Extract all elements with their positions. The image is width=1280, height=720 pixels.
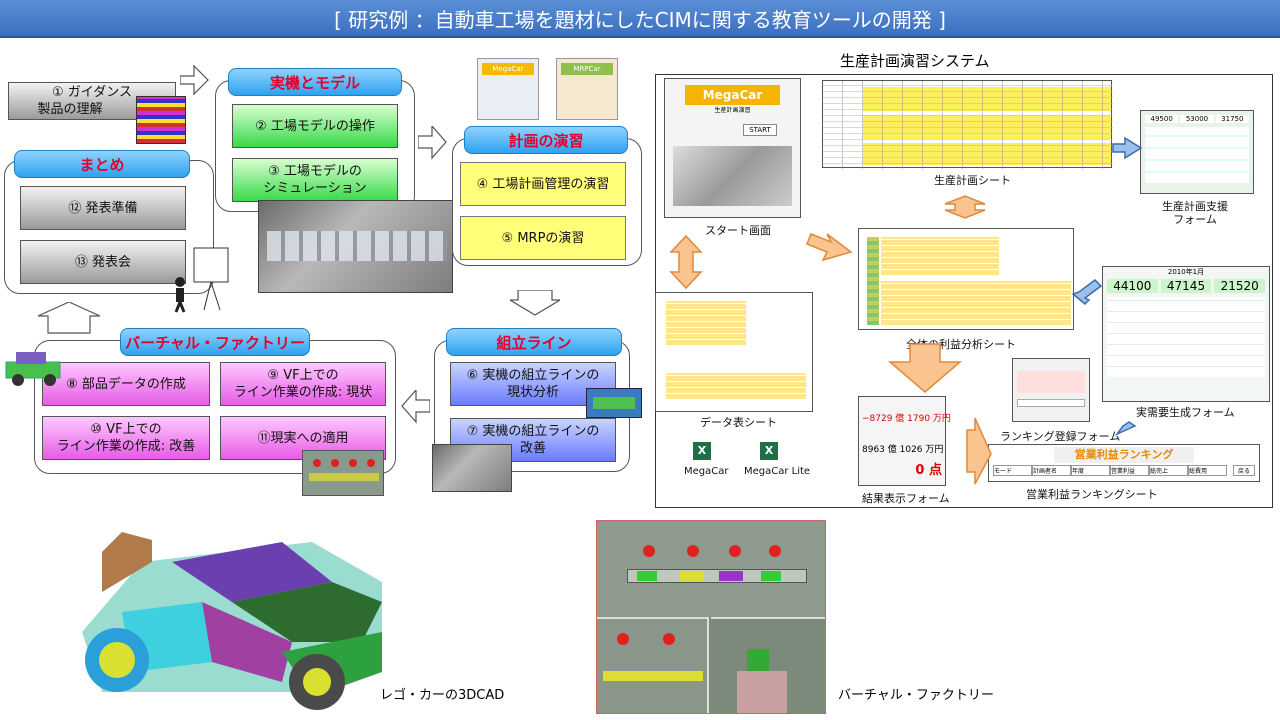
excel-file-icon[interactable]: X: [693, 442, 711, 460]
lego-box-image: [586, 388, 642, 418]
start-logo: MegaCar: [685, 85, 780, 105]
result-form: −8729 億 1790 万円 8963 億 1026 万円 0 点: [858, 396, 951, 486]
production-plan-sheet: [822, 80, 1113, 169]
virtual-item-2: ⑨ VF上での ライン作業の作成: 現状: [220, 362, 386, 406]
support-n2: 53000: [1180, 115, 1214, 123]
ranking-col-1: 計画者名: [1032, 465, 1071, 476]
matome-item-2: ⑬ 発表会: [20, 240, 186, 284]
lego-car-icon: [5, 352, 61, 386]
virtual-item-3: ⑩ VF上での ライン作業の作成: 改善: [42, 416, 210, 460]
real-demand-hdr: 2010年1月: [1167, 268, 1205, 276]
file2-label: MegaCar Lite: [744, 466, 811, 477]
kumitate-header: 組立ライン: [446, 328, 622, 356]
data-sheet-label: データ表シート: [700, 416, 777, 429]
data-sheet: [655, 292, 813, 412]
ranking-col-4: 総売上: [1149, 465, 1188, 476]
plan-support-label-l2: フォーム: [1173, 213, 1217, 226]
real-demand-n3: 21520: [1214, 279, 1266, 293]
file1-label: MegaCar: [684, 466, 729, 477]
virtual-item-1: ⑧ 部品データの作成: [42, 362, 210, 406]
jikki-item-1: ② 工場モデルの操作: [232, 104, 398, 148]
real-demand-n1: 44100: [1107, 279, 1158, 293]
production-board-image: [136, 96, 186, 144]
result-v2: 8963 億 1026 万円: [862, 445, 944, 455]
vf-thumbnail: [302, 450, 384, 496]
ranking-registration-form: [1012, 358, 1090, 422]
thumb-mrpcar: MRPCar: [556, 58, 618, 120]
presenter-icon: [174, 247, 229, 313]
keikaku-item-1: ④ 工場計画管理の演習: [460, 162, 626, 206]
profit-analysis-sheet: [858, 228, 1074, 330]
assembly-line-photo: [432, 444, 512, 492]
virtual-item-2-l2: ライン作業の作成: 現状: [233, 385, 373, 400]
kumitate-item-2-l1: ⑦ 実機の組立ラインの: [466, 424, 600, 439]
ranking-banner: 営業利益ランキング: [1054, 447, 1194, 463]
support-n3: 31750: [1215, 115, 1249, 123]
ranking-col-0: モード: [993, 465, 1032, 476]
jikki-item-2-l1: ③ 工場モデルの: [268, 164, 362, 179]
jikki-item-2-l2: シミュレーション: [263, 181, 367, 196]
flow-arrow-up: [38, 302, 100, 334]
system-title: 生産計画演習システム: [840, 52, 990, 70]
cad-label: レゴ・カーの3DCAD: [380, 688, 505, 703]
jikki-header: 実機とモデル: [228, 68, 402, 96]
flow-arrow-right: [418, 126, 447, 160]
jikki-item-2: ③ 工場モデルの シミュレーション: [232, 158, 398, 202]
lego-car-3dcad-image: [82, 532, 382, 710]
virtual-item-2-l1: ⑨ VF上での: [267, 368, 339, 383]
keikaku-header: 計画の演習: [464, 126, 628, 154]
start-sub: 生産計画演習: [714, 107, 751, 114]
factory-model-photo: [258, 200, 453, 293]
virtual-item-3-l1: ⑩ VF上での: [90, 422, 162, 437]
ranking-col-5: 総費用: [1188, 465, 1227, 476]
ranking-sheet: 営業利益ランキング モード 計画者名 年度 営業利益 総売上 総費用 戻る: [988, 444, 1260, 482]
result-v3: 0 点: [915, 463, 942, 478]
vf-label: バーチャル・ファクトリー: [838, 688, 994, 703]
result-form-label: 結果表示フォーム: [862, 492, 950, 505]
thumb-megacar-label: MegaCar: [482, 63, 534, 75]
matome-header: まとめ: [14, 150, 190, 178]
real-demand-n2: 47145: [1160, 279, 1212, 293]
plan-support-form: 49500 53000 31750: [1140, 110, 1254, 194]
flow-arrow-left: [401, 390, 430, 424]
ranking-back-button[interactable]: 戻る: [1233, 465, 1255, 476]
ranking-sheet-label: 営業利益ランキングシート: [1026, 488, 1158, 501]
real-demand-form: 2010年1月 44100 47145 21520: [1102, 266, 1270, 402]
ranking-registration-label: ランキング登録フォーム: [1000, 430, 1121, 443]
kumitate-item-1-l1: ⑥ 実機の組立ラインの: [466, 368, 600, 383]
production-plan-sheet-label: 生産計画シート: [934, 174, 1011, 187]
support-n1: 49500: [1145, 115, 1179, 123]
thumb-mrpcar-label: MRPCar: [561, 63, 613, 75]
start-button[interactable]: START: [743, 124, 777, 136]
virtual-item-3-l2: ライン作業の作成: 改善: [56, 439, 196, 454]
flow-arrow-down: [510, 290, 560, 316]
excel-file-icon[interactable]: X: [760, 442, 778, 460]
virtual-header: バーチャル・ファクトリー: [120, 328, 310, 356]
real-demand-label: 実需要生成フォーム: [1136, 406, 1235, 419]
guidance-line2: 製品の理解: [37, 102, 103, 117]
flow-arrow-right: [180, 64, 209, 96]
ranking-col-3: 営業利益: [1110, 465, 1149, 476]
plan-support-label-l1: 生産計画支援: [1162, 200, 1228, 213]
plan-support-label: 生産計画支援 フォーム: [1162, 200, 1228, 226]
kumitate-item-2-l2: 改善: [519, 441, 546, 456]
system-flow-arrows: [669, 136, 1143, 485]
result-v1: −8729 億 1790 万円: [862, 414, 951, 424]
start-screen-label: スタート画面: [705, 224, 771, 237]
virtual-factory-image: [596, 520, 826, 714]
thumb-megacar: MegaCar: [477, 58, 539, 120]
keikaku-item-2: ⑤ MRPの演習: [460, 216, 626, 260]
guidance-line1: ① ガイダンス: [51, 85, 132, 100]
page-title: [ 研究例 ：自動車工場を題材にしたCIMに関する教育ツールの開発 ]: [0, 0, 1280, 38]
matome-item-1: ⑫ 発表準備: [20, 186, 186, 230]
ranking-col-2: 年度: [1071, 465, 1110, 476]
start-screen: MegaCar 生産計画演習 START: [664, 78, 801, 218]
kumitate-item-1-l2: 現状分析: [506, 385, 559, 400]
